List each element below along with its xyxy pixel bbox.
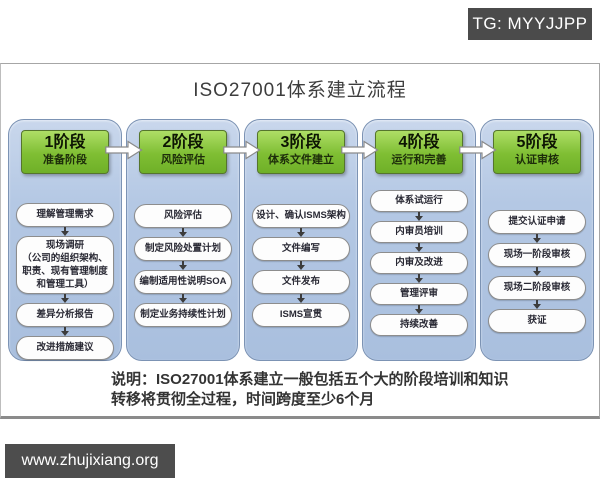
stage-5-steps: 提交认证申请 现场一阶段审核 现场二阶段审核 获证 bbox=[488, 210, 586, 333]
note-line-1: 说明：ISO27001体系建立一般包括五个大的阶段培训和知识 bbox=[111, 371, 509, 388]
stage-5-name: 5阶段 bbox=[516, 134, 558, 151]
down-arrow-icon bbox=[60, 294, 70, 303]
step-box: 设计、确认ISMS架构 bbox=[252, 204, 350, 228]
down-arrow-icon bbox=[178, 294, 188, 303]
diagram-title: ISO27001体系建立流程 bbox=[193, 80, 407, 101]
step-box: 制定业务持续性计划 bbox=[134, 303, 232, 327]
step-box: 管理评审 bbox=[370, 283, 468, 305]
stage-1-subtitle: 准备阶段 bbox=[43, 154, 87, 166]
stage-3-header: 3阶段 体系文件建立 bbox=[257, 130, 345, 174]
step-box: 制定风险处置计划 bbox=[134, 237, 232, 261]
stage-4-name: 4阶段 bbox=[398, 134, 440, 151]
down-arrow-icon bbox=[414, 243, 424, 252]
stage-3-name: 3阶段 bbox=[280, 134, 322, 151]
stage-2-subtitle: 风险评估 bbox=[161, 154, 205, 166]
step-box: 持续改善 bbox=[370, 314, 468, 336]
stage-4-header: 4阶段 运行和完善 bbox=[375, 130, 463, 174]
step-box: 现场一阶段审核 bbox=[488, 243, 586, 267]
stage-1-header: 1阶段 准备阶段 bbox=[21, 130, 109, 174]
down-arrow-icon bbox=[532, 234, 542, 243]
step-box: 内审及改进 bbox=[370, 252, 468, 274]
step-box: ISMS宣贯 bbox=[252, 303, 350, 327]
step-box: 获证 bbox=[488, 309, 586, 333]
stage-column-4: 4阶段 运行和完善 体系试运行 内审员培训 内审及改进 管理评审 持续改善 bbox=[362, 119, 476, 361]
stage-column-3: 3阶段 体系文件建立 设计、确认ISMS架构 文件编写 文件发布 ISMS宣贯 bbox=[244, 119, 358, 361]
down-arrow-icon bbox=[296, 261, 306, 270]
step-box: 提交认证申请 bbox=[488, 210, 586, 234]
step-box: 改进措施建议 bbox=[16, 336, 114, 360]
tg-badge: TG: MYYJJPP bbox=[468, 8, 592, 40]
down-arrow-icon bbox=[178, 228, 188, 237]
right-arrow-icon bbox=[341, 139, 379, 161]
step-box: 风险评估 bbox=[134, 204, 232, 228]
down-arrow-icon bbox=[296, 294, 306, 303]
step-box: 差异分析报告 bbox=[16, 303, 114, 327]
stage-2-header: 2阶段 风险评估 bbox=[139, 130, 227, 174]
stage-5-header: 5阶段 认证审核 bbox=[493, 130, 581, 174]
stage-column-1: 1阶段 准备阶段 理解管理需求 现场调研 （公司的组织架构、职责、现有管理制度和… bbox=[8, 119, 122, 361]
step-box: 现场调研 （公司的组织架构、职责、现有管理制度和管理工具） bbox=[16, 236, 114, 294]
note-line-2: 转移将贯彻全过程，时间跨度至少6个月 bbox=[111, 391, 375, 408]
down-arrow-icon bbox=[414, 212, 424, 221]
step-box: 编制适用性说明SOA bbox=[134, 270, 232, 294]
step-box: 现场二阶段审核 bbox=[488, 276, 586, 300]
step-box: 内审员培训 bbox=[370, 221, 468, 243]
watermark-badge: www.zhujixiang.org bbox=[5, 444, 175, 478]
stage-4-steps: 体系试运行 内审员培训 内审及改进 管理评审 持续改善 bbox=[370, 190, 468, 336]
step-box: 理解管理需求 bbox=[16, 203, 114, 227]
stage-1-steps: 理解管理需求 现场调研 （公司的组织架构、职责、现有管理制度和管理工具） 差异分… bbox=[16, 203, 114, 360]
down-arrow-icon bbox=[414, 274, 424, 283]
stage-column-2: 2阶段 风险评估 风险评估 制定风险处置计划 编制适用性说明SOA 制定业务持续… bbox=[126, 119, 240, 361]
stage-column-5: 5阶段 认证审核 提交认证申请 现场一阶段审核 现场二阶段审核 获证 bbox=[480, 119, 594, 361]
step-box: 文件编写 bbox=[252, 237, 350, 261]
right-arrow-icon bbox=[223, 139, 261, 161]
down-arrow-icon bbox=[532, 267, 542, 276]
stage-5-subtitle: 认证审核 bbox=[515, 154, 559, 166]
diagram-frame: ISO27001体系建立流程 1阶段 准备阶段 理解管理需求 现场调研 （公司的… bbox=[0, 63, 600, 419]
stage-1-name: 1阶段 bbox=[44, 134, 86, 151]
step-box: 文件发布 bbox=[252, 270, 350, 294]
right-arrow-icon bbox=[459, 139, 497, 161]
stage-3-subtitle: 体系文件建立 bbox=[268, 154, 334, 166]
right-arrow-icon bbox=[105, 139, 143, 161]
down-arrow-icon bbox=[60, 227, 70, 236]
stage-4-subtitle: 运行和完善 bbox=[391, 154, 447, 166]
down-arrow-icon bbox=[296, 228, 306, 237]
down-arrow-icon bbox=[60, 327, 70, 336]
down-arrow-icon bbox=[414, 305, 424, 314]
down-arrow-icon bbox=[532, 300, 542, 309]
down-arrow-icon bbox=[178, 261, 188, 270]
stage-2-name: 2阶段 bbox=[162, 134, 204, 151]
step-box: 体系试运行 bbox=[370, 190, 468, 212]
stage-3-steps: 设计、确认ISMS架构 文件编写 文件发布 ISMS宣贯 bbox=[252, 204, 350, 327]
diagram-note: 说明：ISO27001体系建立一般包括五个大的阶段培训和知识 转移将贯彻全过程，… bbox=[111, 370, 509, 410]
stage-2-steps: 风险评估 制定风险处置计划 编制适用性说明SOA 制定业务持续性计划 bbox=[134, 204, 232, 327]
